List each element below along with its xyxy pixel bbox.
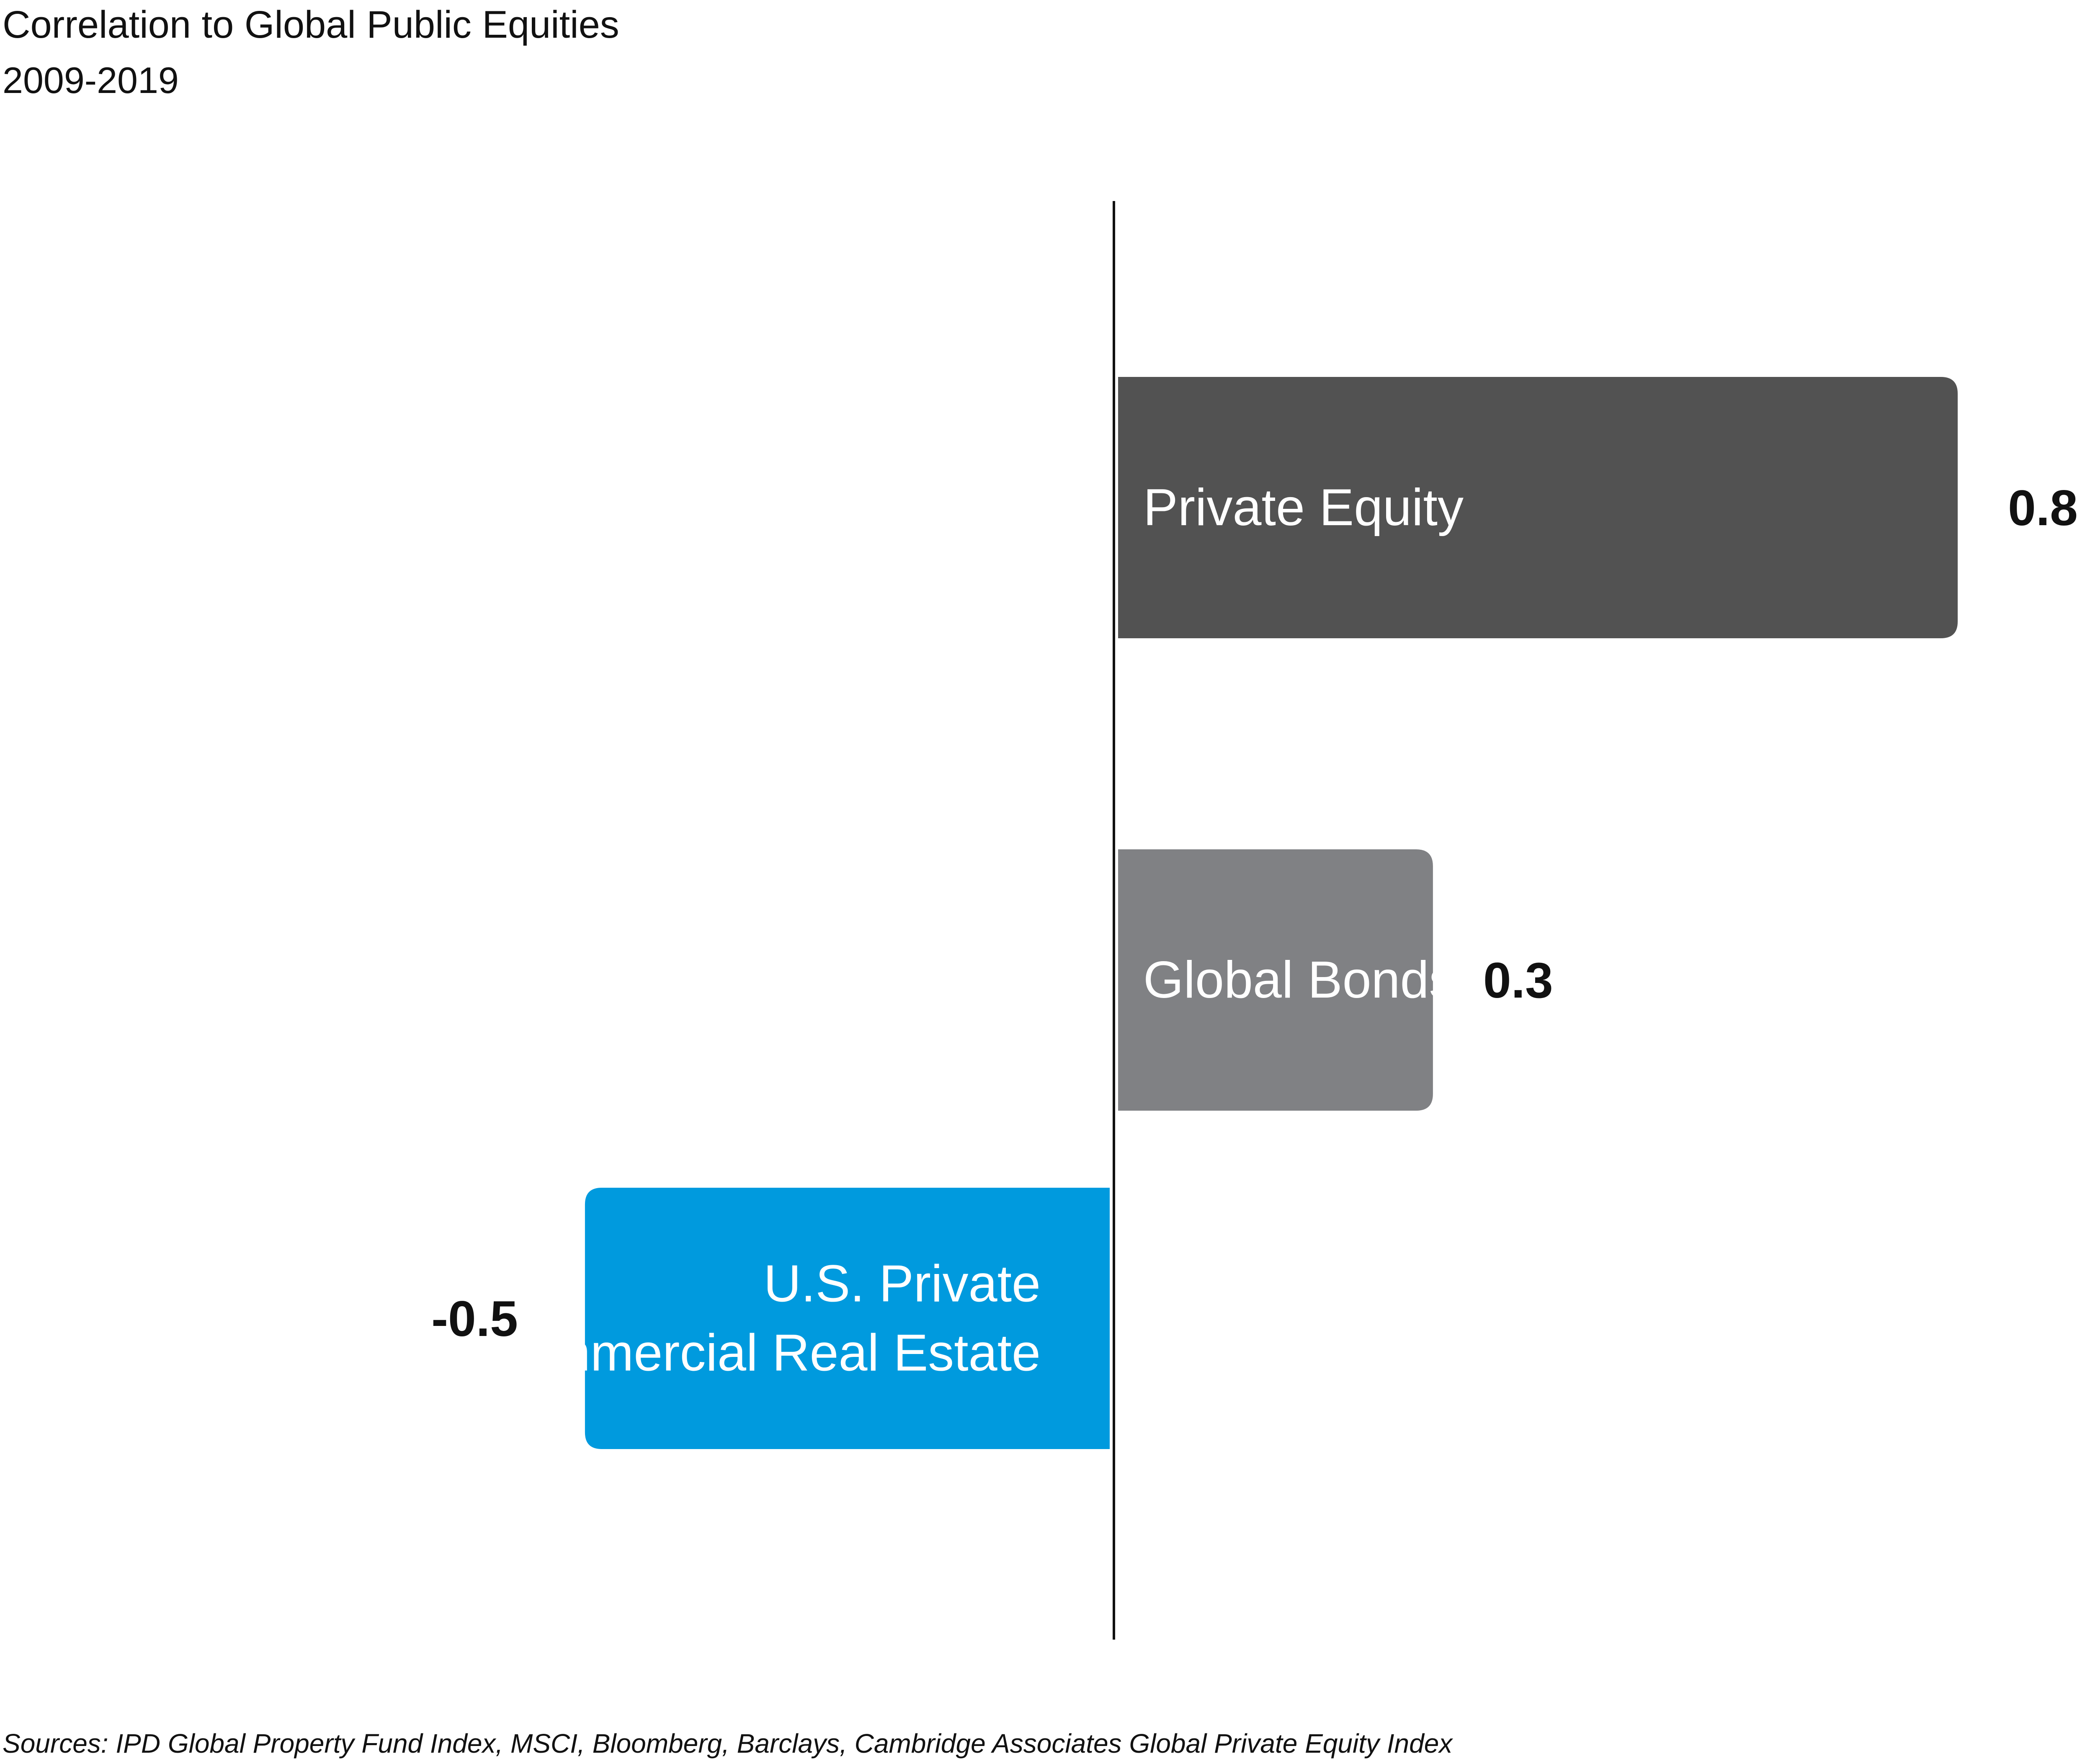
bar-global-bonds <box>1118 849 1433 1111</box>
chart-title: Correlation to Global Public Equities <box>3 3 619 46</box>
source-note: Sources: IPD Global Property Fund Index,… <box>3 1728 1453 1759</box>
value-label-u-s-private-commercial-real-estate: -0.5 <box>431 1291 518 1347</box>
bar-u-s-private-commercial-real-estate <box>585 1188 1110 1449</box>
value-label-private-equity: 0.8 <box>2008 480 2078 536</box>
bar-label-u-s-private-commercial-real-estate-line-1: U.S. Private <box>763 1255 1041 1313</box>
chart-subtitle: 2009-2019 <box>3 59 179 101</box>
bar-label-global-bonds: Global Bonds <box>1143 951 1455 1009</box>
value-label-global-bonds: 0.3 <box>1483 952 1553 1008</box>
bar-private-equity <box>1118 377 1958 638</box>
bar-label-u-s-private-commercial-real-estate-line-2: Commercial Real Estate <box>481 1324 1041 1382</box>
bar-label-private-equity: Private Equity <box>1143 479 1464 536</box>
